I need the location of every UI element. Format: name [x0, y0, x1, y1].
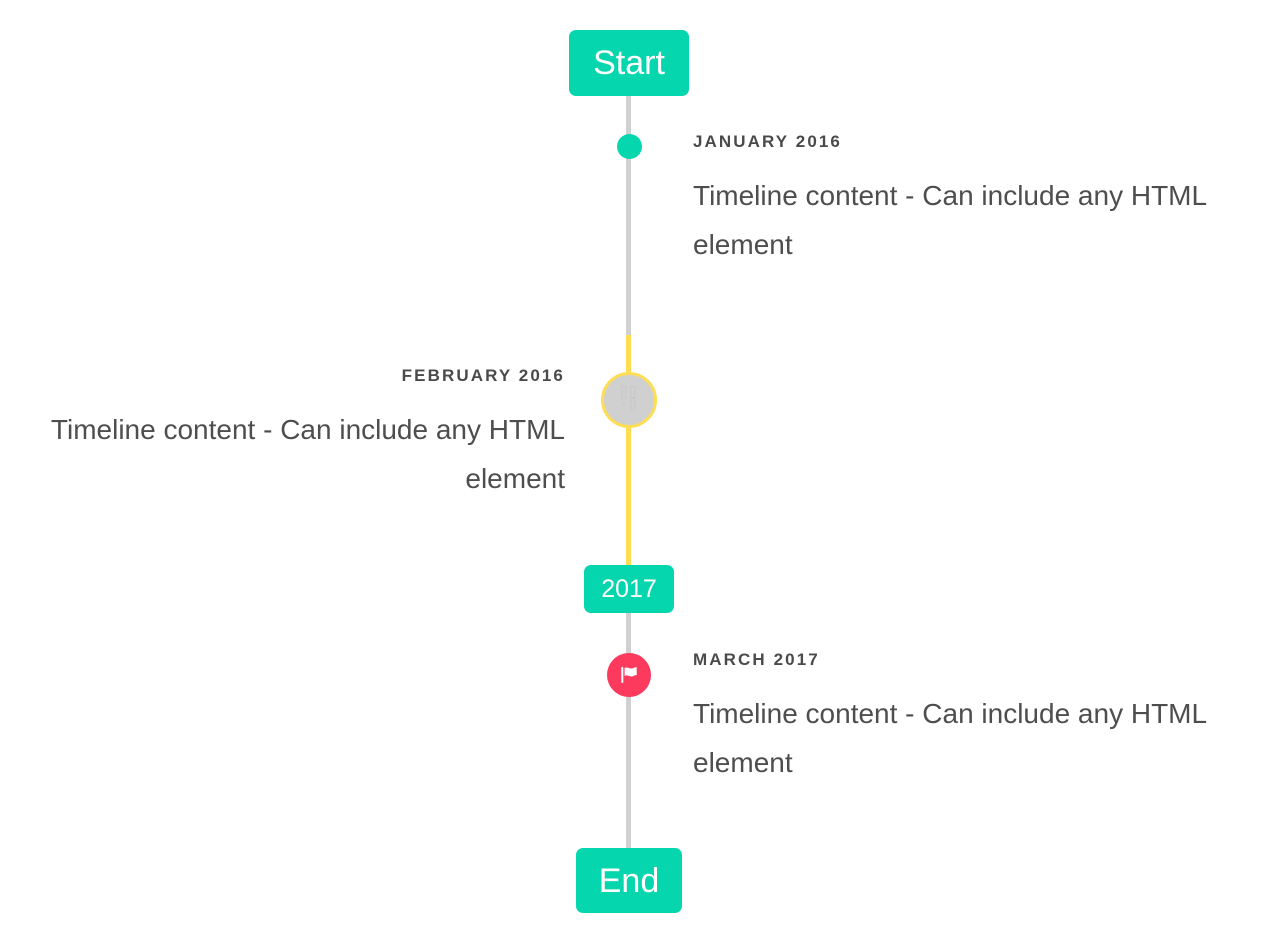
timeline-entry-date: JANUARY 2016 — [693, 132, 842, 151]
timeline-entry-date: MARCH 2017 — [693, 650, 820, 669]
timeline-entry-date: FEBRUARY 2016 — [401, 366, 565, 385]
broken-glyph-icon: ⌷⌷·⌷ — [620, 386, 638, 413]
timeline-end-badge[interactable]: End — [576, 848, 682, 913]
timeline-entry-content: Timeline content - Can include any HTML … — [693, 180, 1207, 260]
timeline-entry-march: MARCH 2017 Timeline content - Can includ… — [693, 650, 1233, 787]
timeline-axis-segment-bottom — [626, 613, 631, 850]
timeline-axis-segment-yellow — [626, 335, 631, 567]
timeline-entry-february: FEBRUARY 2016 Timeline content - Can inc… — [25, 366, 565, 503]
timeline-entry-january: JANUARY 2016 Timeline content - Can incl… — [693, 132, 1233, 269]
timeline-marker-placeholder-icon-february[interactable]: ⌷⌷·⌷ — [601, 372, 657, 428]
flag-icon — [621, 666, 637, 684]
timeline-entry-content: Timeline content - Can include any HTML … — [693, 698, 1207, 778]
timeline-start-badge[interactable]: Start — [569, 30, 689, 96]
timeline-axis-segment-top — [626, 96, 631, 335]
timeline-entry-content: Timeline content - Can include any HTML … — [50, 414, 565, 494]
timeline-marker-dot-january[interactable] — [617, 134, 642, 159]
timeline-marker-flag-march[interactable] — [607, 653, 651, 697]
timeline-year-divider-badge[interactable]: 2017 — [584, 565, 674, 613]
